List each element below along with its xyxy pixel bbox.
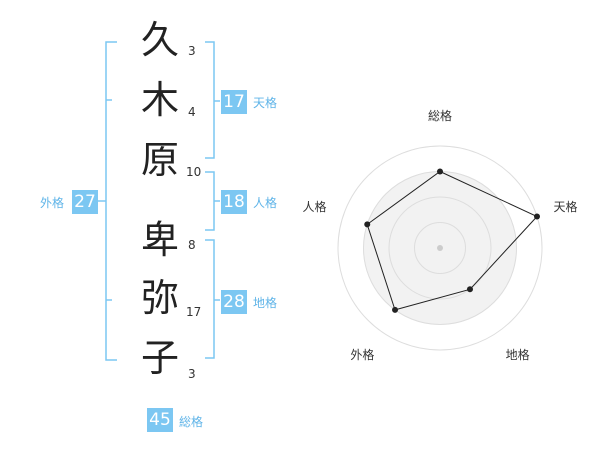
name-char-5: 弥: [140, 276, 179, 320]
stroke-count-3: 10: [186, 165, 202, 179]
radar-polygon: [366, 170, 538, 311]
radar-point: [392, 306, 399, 313]
soukaku-badge: 45: [147, 408, 173, 432]
radar-axis-label: 外格: [350, 347, 374, 362]
stroke-count-1: 3: [188, 44, 196, 58]
name-char-1: 久: [140, 18, 179, 62]
radar-axis-label: 地格: [506, 347, 530, 362]
soukaku-label: 総格: [179, 415, 204, 429]
name-char-2: 木: [140, 78, 179, 122]
tenkaku-label: 天格: [253, 96, 278, 110]
radar-center-dot: [437, 245, 443, 251]
name-char-3: 原: [140, 138, 179, 182]
radar-point: [466, 286, 473, 293]
radar-ring: [388, 196, 492, 300]
stroke-count-6: 3: [188, 367, 196, 381]
name-char-4: 卑: [140, 218, 179, 262]
radar-point: [534, 213, 541, 220]
radar-axis-label: 総格: [428, 108, 452, 123]
jinkaku-label: 人格: [253, 196, 278, 210]
chikaku-badge: 28: [221, 290, 247, 314]
stroke-count-4: 8: [188, 238, 196, 252]
chikaku-label: 地格: [253, 296, 278, 310]
radar-axis-label: 人格: [302, 199, 326, 214]
radar-ring: [414, 222, 466, 274]
gaikaku-badge: 27: [72, 190, 98, 214]
radar-point: [364, 221, 371, 228]
stroke-count-5: 17: [186, 305, 202, 319]
tenkaku-badge: 17: [221, 90, 247, 114]
radar-point: [437, 168, 443, 175]
radar-ring: [337, 145, 543, 351]
jinkaku-badge: 18: [221, 190, 247, 214]
name-char-6: 子: [140, 336, 179, 380]
gaikaku-label: 外格: [40, 196, 65, 210]
radar-axis-label: 天格: [553, 199, 577, 214]
stroke-count-2: 4: [188, 105, 196, 119]
